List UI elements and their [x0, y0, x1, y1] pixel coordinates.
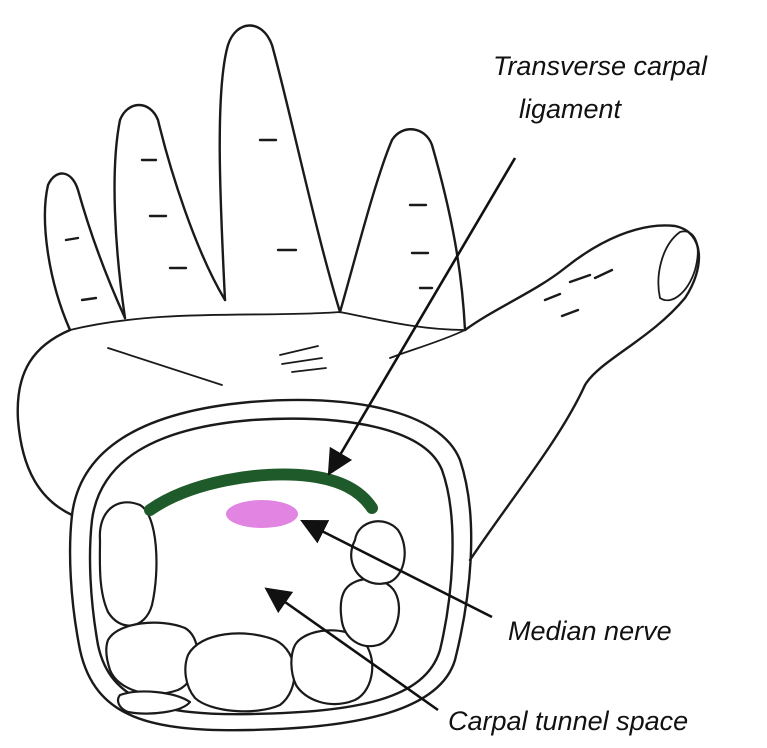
palm-outline [18, 330, 72, 515]
carpal-bone-left [100, 502, 157, 625]
carpal-bone-bottom-center [185, 633, 294, 711]
middle-finger [220, 25, 340, 312]
carpal-bone-bottom-left-1 [106, 623, 197, 694]
median-nerve [226, 500, 298, 528]
thumb [465, 225, 699, 560]
ring-finger [115, 105, 225, 318]
little-finger [45, 174, 125, 330]
wrist-cross-section [70, 400, 471, 730]
index-finger [340, 129, 465, 330]
carpal-bone-right-upper [351, 521, 405, 583]
median-nerve-label: Median nerve [508, 616, 672, 646]
ligament-label-line2: ligament [519, 94, 623, 124]
palm-top-line [70, 312, 465, 358]
ligament-label-line1: Transverse carpal [493, 51, 708, 81]
carpal-bone-right-lower [341, 579, 399, 646]
finger-creases [66, 140, 612, 385]
thumbnail [658, 231, 697, 300]
carpal-tunnel-space-label: Carpal tunnel space [448, 706, 688, 736]
